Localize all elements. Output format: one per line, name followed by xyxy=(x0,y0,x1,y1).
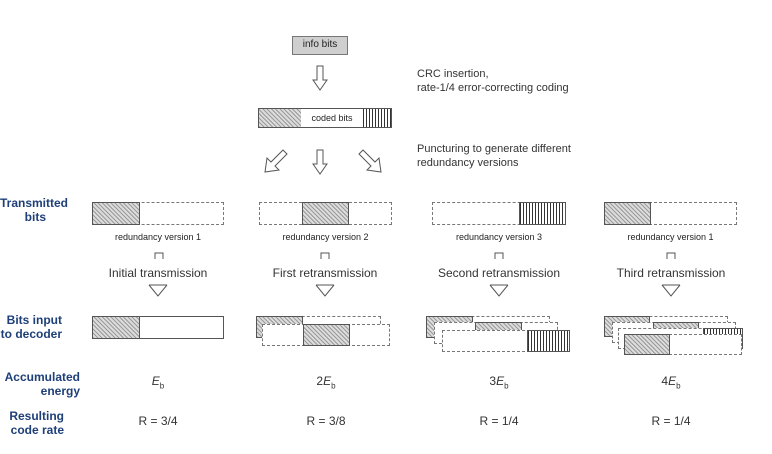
energy-symbol: E xyxy=(151,374,160,388)
energy-value: 3Eb xyxy=(469,374,529,390)
rv-label: redundancy version 1 xyxy=(114,232,202,242)
row-label-line: Transmitted xyxy=(0,196,69,210)
rv-label: redundancy version 2 xyxy=(282,232,369,242)
down-right-arrow-icon xyxy=(358,149,382,173)
down-left-arrow-icon xyxy=(264,149,288,173)
stage-label: Initial transmission xyxy=(108,266,208,280)
transmitted-bar-col3 xyxy=(432,202,566,225)
down-arrow-icon xyxy=(312,65,328,91)
code-rate-value: R = 3/4 xyxy=(138,414,178,428)
energy-coef: 2 xyxy=(316,374,324,388)
down-arrow-icon xyxy=(312,149,328,175)
transmitted-bar-col2 xyxy=(259,202,392,225)
transmitted-bar-col1 xyxy=(92,202,224,225)
code-rate-value: R = 3/8 xyxy=(306,414,346,428)
row-label-line: code rate xyxy=(10,423,64,437)
connector-mark-icon xyxy=(494,252,504,259)
decoder-bar-col3-layer3 xyxy=(442,330,570,352)
coded-bits-bar: coded bits xyxy=(258,108,392,128)
energy-subscript: b xyxy=(159,381,165,391)
row-label-transmitted-bits: Transmitted bits xyxy=(0,196,69,224)
row-label-bits-input: Bits input to decoder xyxy=(0,313,62,341)
decoder-segment xyxy=(624,334,670,355)
stage-label: Third retransmission xyxy=(616,266,726,280)
chevron-down-icon xyxy=(661,284,681,297)
decoder-segment xyxy=(303,324,350,346)
coded-bits-plain-part: coded bits xyxy=(301,109,363,127)
energy-value: 2Eb xyxy=(296,374,356,390)
crc-note-line1: CRC insertion, xyxy=(417,68,489,80)
energy-subscript: b xyxy=(331,381,336,391)
row-label-code-rate: Resulting code rate xyxy=(0,409,64,437)
energy-coef: 4 xyxy=(661,374,669,388)
row-label-line: energy xyxy=(40,384,80,398)
energy-subscript: b xyxy=(504,381,509,391)
decoder-bar-col2-layer2 xyxy=(262,324,390,346)
row-label-line: Resulting xyxy=(9,409,64,423)
transmitted-segment xyxy=(92,202,140,225)
coded-bits-striped-part xyxy=(363,109,391,127)
energy-subscript: b xyxy=(676,381,681,391)
stage-label: First retransmission xyxy=(272,266,378,280)
crc-note-line2: rate-1/4 error-correcting coding xyxy=(417,82,569,94)
row-label-line: to decoder xyxy=(0,327,62,341)
chevron-down-icon xyxy=(489,284,509,297)
energy-value: Eb xyxy=(128,374,188,390)
transmitted-segment xyxy=(519,202,566,225)
coded-bits-hatched-part xyxy=(259,109,301,127)
rv-label: redundancy version 3 xyxy=(455,232,543,242)
energy-symbol: E xyxy=(323,374,332,388)
puncture-note-line2: redundancy versions xyxy=(417,157,519,169)
decoder-bar-col1 xyxy=(92,316,224,339)
decoder-segment xyxy=(527,330,570,352)
code-rate-value: R = 1/4 xyxy=(651,414,691,428)
energy-coef: 3 xyxy=(489,374,497,388)
code-rate-value: R = 1/4 xyxy=(479,414,519,428)
row-label-line: bits xyxy=(24,210,46,224)
connector-mark-icon xyxy=(666,252,676,259)
row-label-energy: Accumulated energy xyxy=(0,370,80,398)
decoder-segment xyxy=(92,316,140,339)
rv-label: redundancy version 1 xyxy=(627,232,714,242)
transmitted-segment xyxy=(302,202,349,225)
stage-label: Second retransmission xyxy=(437,266,561,280)
chevron-down-icon xyxy=(315,284,335,297)
row-label-line: Bits input xyxy=(6,313,62,327)
info-bits-box: info bits xyxy=(292,36,348,55)
connector-mark-icon xyxy=(320,252,330,259)
energy-symbol: E xyxy=(496,374,505,388)
transmitted-bar-col4 xyxy=(604,202,737,225)
energy-value: 4Eb xyxy=(641,374,701,390)
puncture-note-line1: Puncturing to generate different xyxy=(417,143,571,155)
connector-mark-icon xyxy=(154,252,164,259)
row-label-line: Accumulated xyxy=(4,370,80,384)
transmitted-segment xyxy=(604,202,651,225)
chevron-down-icon xyxy=(148,284,168,297)
energy-symbol: E xyxy=(668,374,677,388)
decoder-bar-col4-layer4 xyxy=(624,334,742,355)
